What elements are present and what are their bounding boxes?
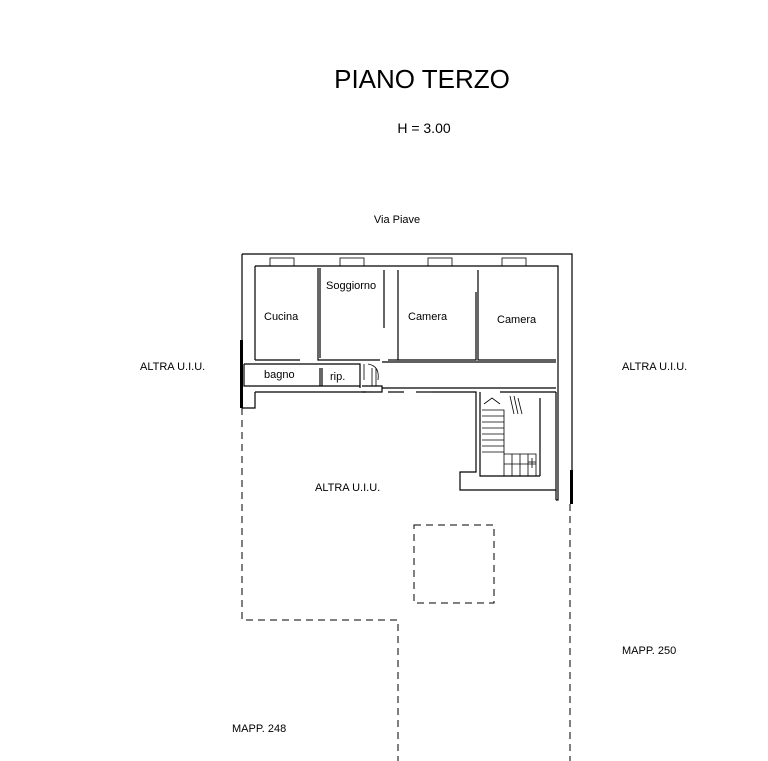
wall-segment-right — [570, 470, 573, 504]
outer-walls — [240, 253, 573, 504]
plan-title: PIANO TERZO — [334, 64, 510, 94]
other-unit-left-label: ALTRA U.I.U. — [140, 361, 205, 373]
window-3 — [427, 257, 453, 267]
room-label-camera-2: Camera — [497, 314, 537, 326]
courtyard-boundary-left — [241, 408, 399, 761]
parcel-right-label: MAPP. 250 — [622, 645, 676, 657]
wall-segment-left — [240, 340, 243, 408]
window-4 — [501, 257, 527, 267]
room-label-ripostiglio: rip. — [330, 371, 345, 383]
height-note: H = 3.00 — [397, 120, 451, 136]
room-label-camera-1: Camera — [408, 311, 448, 323]
parcel-left-label: MAPP. 248 — [232, 723, 286, 735]
courtyard-square — [413, 524, 495, 604]
room-label-soggiorno: Soggiorno — [326, 280, 376, 292]
room-label-cucina: Cucina — [264, 311, 299, 323]
other-unit-right-label: ALTRA U.I.U. — [622, 361, 687, 373]
interior-walls — [242, 268, 557, 500]
property-boundaries — [241, 408, 571, 761]
window-2 — [339, 257, 365, 267]
staircase — [482, 395, 537, 476]
other-unit-courtyard-label: ALTRA U.I.U. — [315, 482, 380, 494]
window-1 — [269, 257, 295, 267]
street-label: Via Piave — [374, 214, 420, 226]
room-label-bagno: bagno — [264, 369, 295, 381]
